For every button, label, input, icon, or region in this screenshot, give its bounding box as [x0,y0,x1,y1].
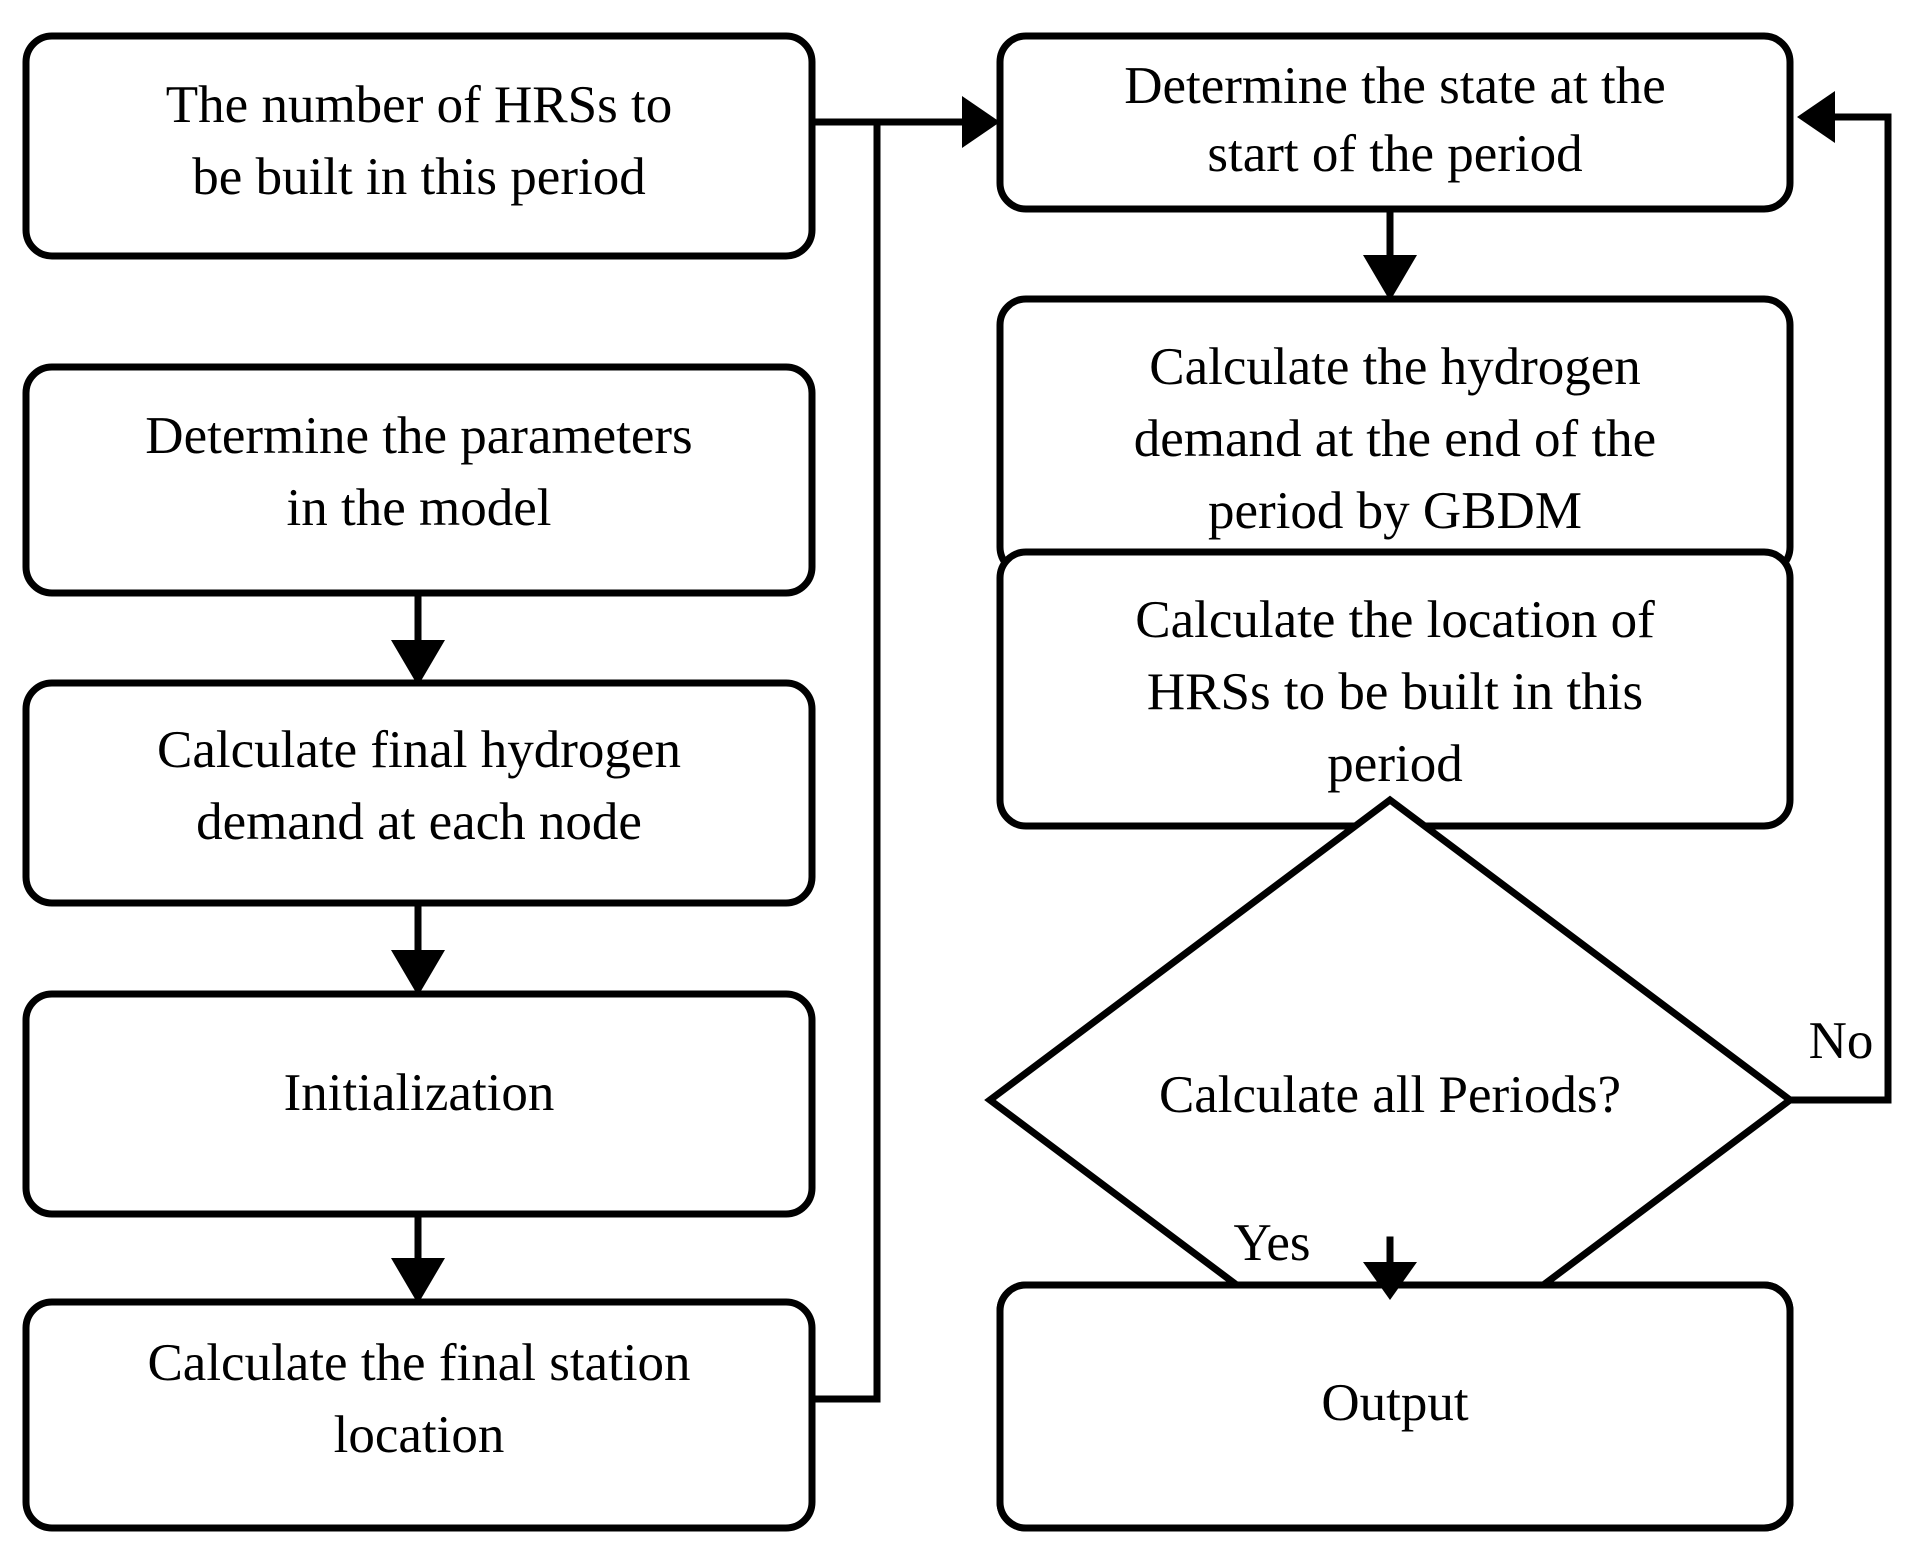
node-label-line-2: demand at the end of the [1134,410,1656,468]
arrow-head-icon [1363,1262,1417,1300]
edge-label-yes: Yes [1233,1214,1310,1272]
node-shape[interactable] [22,1298,816,1532]
node-label-line-1: Calculate final hydrogen [157,721,681,779]
node-shape[interactable] [996,32,1794,213]
connector-initialization-to-station-location [391,1210,445,1304]
node-calculate-hydrogen-demand-gbdm[interactable]: Calculate the hydrogen demand at the end… [996,295,1794,577]
arrow-head-icon [962,96,1000,148]
connector-yes-arrow-top [1363,1236,1417,1300]
node-initialization[interactable]: Initialization [22,990,816,1218]
arrow-head-icon [1797,91,1835,143]
node-label-line-3: period [1327,735,1462,793]
node-label-line-1: Calculate the location of [1135,591,1655,649]
connector-station-location-to-determine-state [808,118,881,1403]
node-shape[interactable] [22,990,816,1218]
node-label-line-2: be built in this period [192,148,645,206]
node-label-line-2: location [334,1406,505,1464]
arrow-head-icon [391,950,445,996]
node-shape[interactable] [22,679,816,907]
node-shape[interactable] [22,32,816,260]
connector-line [1786,113,1892,1104]
connector-parameters-to-demand [391,589,445,686]
arrow-head-icon [1363,255,1417,301]
node-label-line-2: in the model [287,479,552,537]
node-determine-state[interactable]: Determine the state at the start of the … [996,32,1794,213]
node-calculate-final-station-location[interactable]: Calculate the final station location [22,1298,816,1532]
node-label-line-2: HRSs to be built in this [1147,663,1643,721]
node-label-line-2: start of the period [1207,125,1582,183]
output-label: Output [1321,1374,1469,1432]
node-label-line-1: The number of HRSs to [166,76,672,134]
connector-hrs-count-to-determine-state [808,96,1000,148]
arrow-head-icon [391,640,445,686]
connector-determine-state-to-gbdm [1363,205,1417,301]
node-label-line-1: Calculate the hydrogen [1149,338,1641,396]
node-shape[interactable] [22,363,816,597]
node-label-line-1: Calculate all Periods? [1159,1066,1621,1124]
arrow-head-icon [391,1258,445,1304]
connector-decision-no-loop [1786,91,1892,1104]
node-label-line-1: Initialization [284,1064,555,1122]
node-label-line-2: demand at each node [196,793,642,851]
node-label-line-1: Calculate the final station [147,1334,690,1392]
node-label-line-1: Determine the parameters [145,407,692,465]
node-calculate-hrs-location[interactable]: Calculate the location of HRSs to be bui… [996,548,1794,830]
connector-line [808,118,881,1403]
node-calculate-final-demand[interactable]: Calculate final hydrogen demand at each … [22,679,816,907]
connector-demand-to-initialization [391,899,445,996]
node-determine-parameters[interactable]: Determine the parameters in the model [22,363,816,597]
node-calculate-all-periods-decision[interactable]: Calculate all Periods? [984,795,1796,1405]
edge-label-no: No [1809,1012,1874,1070]
node-label-line-3: period by GBDM [1208,482,1582,540]
node-label-line-1: Determine the state at the [1124,57,1666,115]
node-hrs-count[interactable]: The number of HRSs to be built in this p… [22,32,816,260]
